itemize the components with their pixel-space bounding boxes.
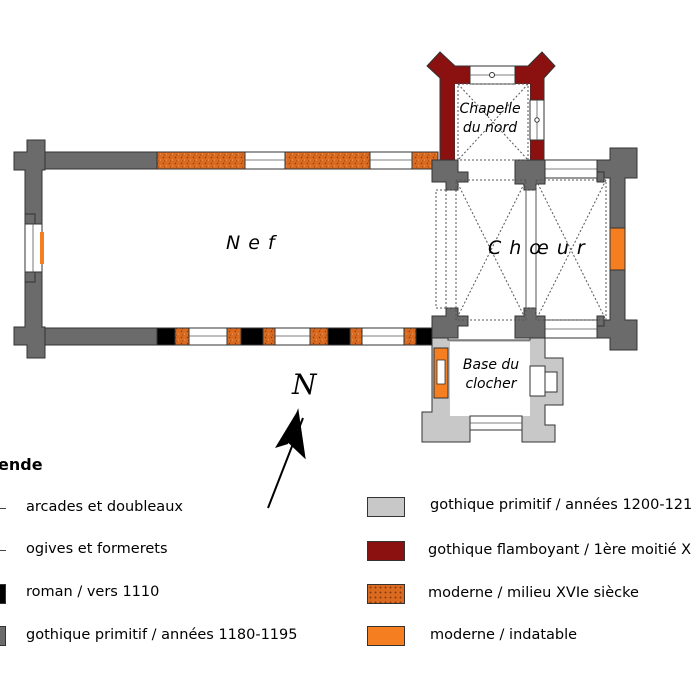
nave-north-wall-gray <box>41 151 158 170</box>
legend-gothique-1200: gothique primitif / années 1200-121 <box>430 497 693 513</box>
legend-ogives-marker <box>0 550 6 551</box>
chapel-label-line2: du nord <box>462 120 518 136</box>
legend-moderne-xvie: moderne / milieu XVIe siècke <box>428 585 639 601</box>
chapel-label-line1: Chapelle <box>459 101 521 117</box>
legend-flamboyant-swatch <box>367 541 405 561</box>
legend-moderne-xvie-swatch <box>367 584 405 604</box>
nave-south-wall-roman-1 <box>156 327 176 346</box>
chapel-label: Chapelle du nord <box>452 100 528 138</box>
nave-south-wall-gray <box>41 327 158 346</box>
north-arrow-icon <box>267 408 306 509</box>
choir-label: Chœur <box>488 237 593 259</box>
choir-east-window-modern <box>609 227 626 271</box>
nave-label: Nef <box>226 232 283 254</box>
nave-north-window-2 <box>369 151 413 170</box>
nave <box>13 139 439 359</box>
legend-arcades-marker <box>0 508 6 509</box>
legend-roman: roman / vers 1110 <box>26 584 160 600</box>
tower-label-line2: clocher <box>465 376 517 392</box>
legend-title: ende <box>0 455 43 474</box>
legend-gothique-1200-swatch <box>367 497 405 517</box>
legend-ogives: ogives et formerets <box>26 541 168 557</box>
nave-north-wall-modern-1 <box>156 151 246 170</box>
legend-roman-swatch <box>0 584 6 604</box>
pier-sw <box>431 307 469 339</box>
tower-label: Base du clocher <box>452 356 530 394</box>
nave-north-wall-modern-2 <box>284 151 371 170</box>
legend-gothique-1180: gothique primitif / années 1180-1195 <box>26 627 298 643</box>
pier-nw <box>431 159 469 191</box>
tower-label-line1: Base du <box>462 357 520 373</box>
nave-west-door <box>24 223 43 273</box>
legend-moderne-indatable-swatch <box>367 626 405 646</box>
legend-arcades: arcades et doubleaux <box>26 499 183 515</box>
legend-moderne-indatable: moderne / indatable <box>430 627 578 643</box>
nave-interior <box>42 170 437 327</box>
north-letter: N <box>292 368 317 401</box>
nave-north-window-1 <box>244 151 286 170</box>
bell-tower-base <box>421 337 564 443</box>
legend-flamboyant: gothique flamboyant / 1ère moitié X <box>428 542 692 558</box>
legend-gothique-1180-swatch <box>0 626 6 646</box>
